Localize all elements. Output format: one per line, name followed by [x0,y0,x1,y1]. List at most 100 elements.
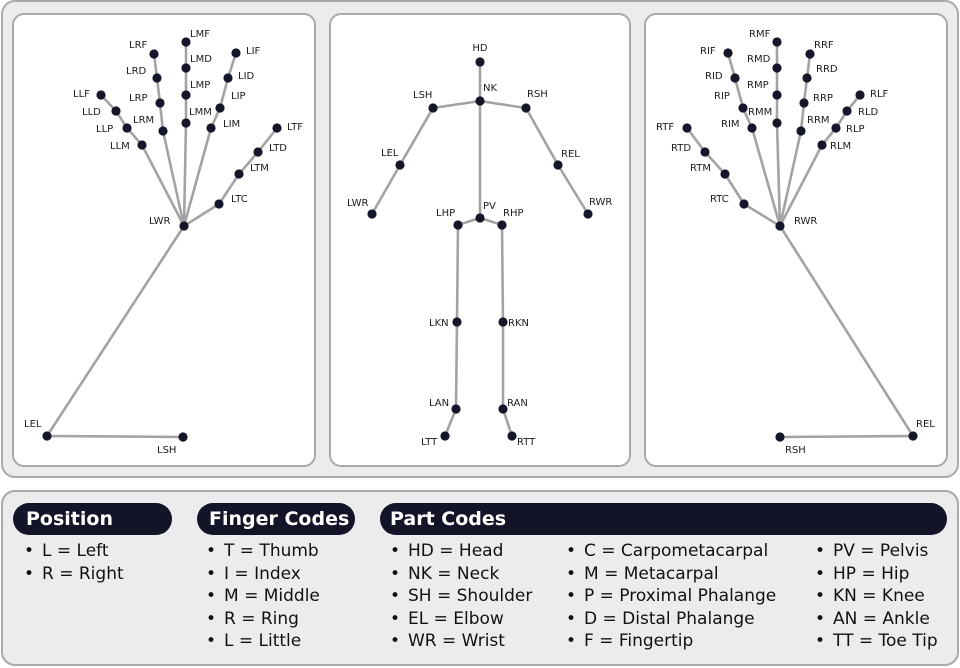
joint-label-lhp: LHP [436,208,455,219]
bone-lwr-llm [140,143,186,228]
joint-ltt [440,431,450,441]
bone-rtm-rtd [703,150,727,176]
joint-rmd [772,63,782,73]
joint-label-lrf: LRF [129,40,148,51]
joint-label-lmd: LMD [190,54,212,65]
joint-label-rmp: RMP [747,80,769,91]
bone-rsh-rel [524,106,560,167]
bone-lel-lwr [370,163,402,216]
joint-label-rrm: RRM [807,115,830,126]
legend-item: TT = Toe Tip [815,630,938,653]
joint-label-rmd: RMD [747,54,771,65]
legend-item: D = Distal Phalange [566,608,776,631]
joint-lwr [179,221,189,231]
joint-rrd [802,73,812,83]
bone-rel-rsh [778,434,915,439]
joint-label-rhp: RHP [503,208,524,219]
legend-item: NK = Neck [390,563,532,586]
legend-item: HP = Hip [815,563,938,586]
joint-label-ltf: LTF [287,122,303,133]
part-codes-list-leg: PV = Pelvis HP = Hip KN = Knee AN = Ankl… [815,540,938,653]
joint-label-lip: LIP [231,91,246,102]
bone-rwr-rtc [742,202,782,228]
joint-lsh [178,432,188,442]
bone-lwr-lrm [161,129,186,228]
part-codes-list-body: HD = Head NK = Neck SH = Shoulder EL = E… [390,540,532,653]
joint-ltc [214,199,224,209]
joint-lrp [155,98,165,108]
joint-hd [475,57,485,67]
joint-lan [451,404,461,414]
joint-rtc [739,199,749,209]
legend-item: PV = Pelvis [815,540,938,563]
part-codes-legend-header: Part Codes [380,503,947,535]
joint-rmf [772,37,782,47]
joint-label-rtc: RTC [710,194,729,205]
joint-lkn [452,317,462,327]
legend-item: F = Fingertip [566,630,776,653]
joint-rkn [498,317,508,327]
joint-label-llm: LLM [110,141,130,152]
bone-ran-rtt [501,407,514,438]
joint-rtm [720,169,730,179]
joint-label-lwr: LWR [347,198,369,209]
joint-lel [395,160,405,170]
joint-llm [137,140,147,150]
joint-lmf [181,37,191,47]
joint-label-rel: REL [561,149,580,160]
joint-llp [122,123,132,133]
joint-label-rim: RIM [721,119,740,130]
legend-item: T = Thumb [206,540,320,563]
joint-label-nk: NK [483,83,497,94]
joint-label-lrd: LRD [126,66,147,77]
joint-label-rtf: RTF [656,122,674,133]
bone-rel-rwr [556,163,590,216]
legend-item: I = Index [206,563,320,586]
joint-label-rtt: RTT [517,437,536,448]
bone-rwr-rrm [778,129,803,228]
joint-label-ltm: LTM [250,163,269,174]
joint-label-lmm: LMM [189,107,212,118]
joint-ltm [234,169,244,179]
bone-rrm-rrp [799,101,806,133]
joint-label-hd: HD [472,43,488,54]
position-legend-header: Position [13,503,172,535]
joint-label-rwr: RWR [589,197,612,208]
joint-label-lrp: LRP [129,93,148,104]
joint-llf [96,90,106,100]
bone-rwr-rmm [775,121,782,228]
joint-label-lan: LAN [429,398,449,409]
joint-label-rtm: RTM [690,163,711,174]
joint-lwr [367,209,377,219]
finger-codes-legend-list: T = Thumb I = Index M = Middle R = Ring … [206,540,320,653]
joint-label-llp: LLP [96,124,113,135]
legend-item: SH = Shoulder [390,585,532,608]
joint-rlp [831,123,841,133]
joint-pv [475,213,485,223]
joint-rrp [799,98,809,108]
joint-rtf [682,123,692,133]
bone-ltc-ltm [217,172,241,206]
joint-label-lld: LLD [82,107,101,118]
joint-label-ltc: LTC [231,194,248,205]
legend-item: R = Ring [206,608,320,631]
joint-label-lel: LEL [381,148,399,159]
legend-item: C = Carpometacarpal [566,540,776,563]
joint-rmm [772,118,782,128]
legend-item: M = Middle [206,585,320,608]
joint-rel [553,160,563,170]
joint-rwr [583,209,593,219]
joint-label-lwr: LWR [149,216,171,227]
joint-label-ran: RAN [507,398,528,409]
legend-item: EL = Elbow [390,608,532,631]
joint-label-lmp: LMP [190,80,210,91]
joint-label-rif: RIF [700,46,716,57]
bone-rel-rwr [778,224,915,438]
bone-rhp-rkn [500,223,505,324]
joint-label-rlp: RLP [846,124,865,135]
joint-label-lrm: LRM [133,115,154,126]
legend-item: HD = Head [390,540,532,563]
joint-label-rkn: RKN [508,318,529,329]
